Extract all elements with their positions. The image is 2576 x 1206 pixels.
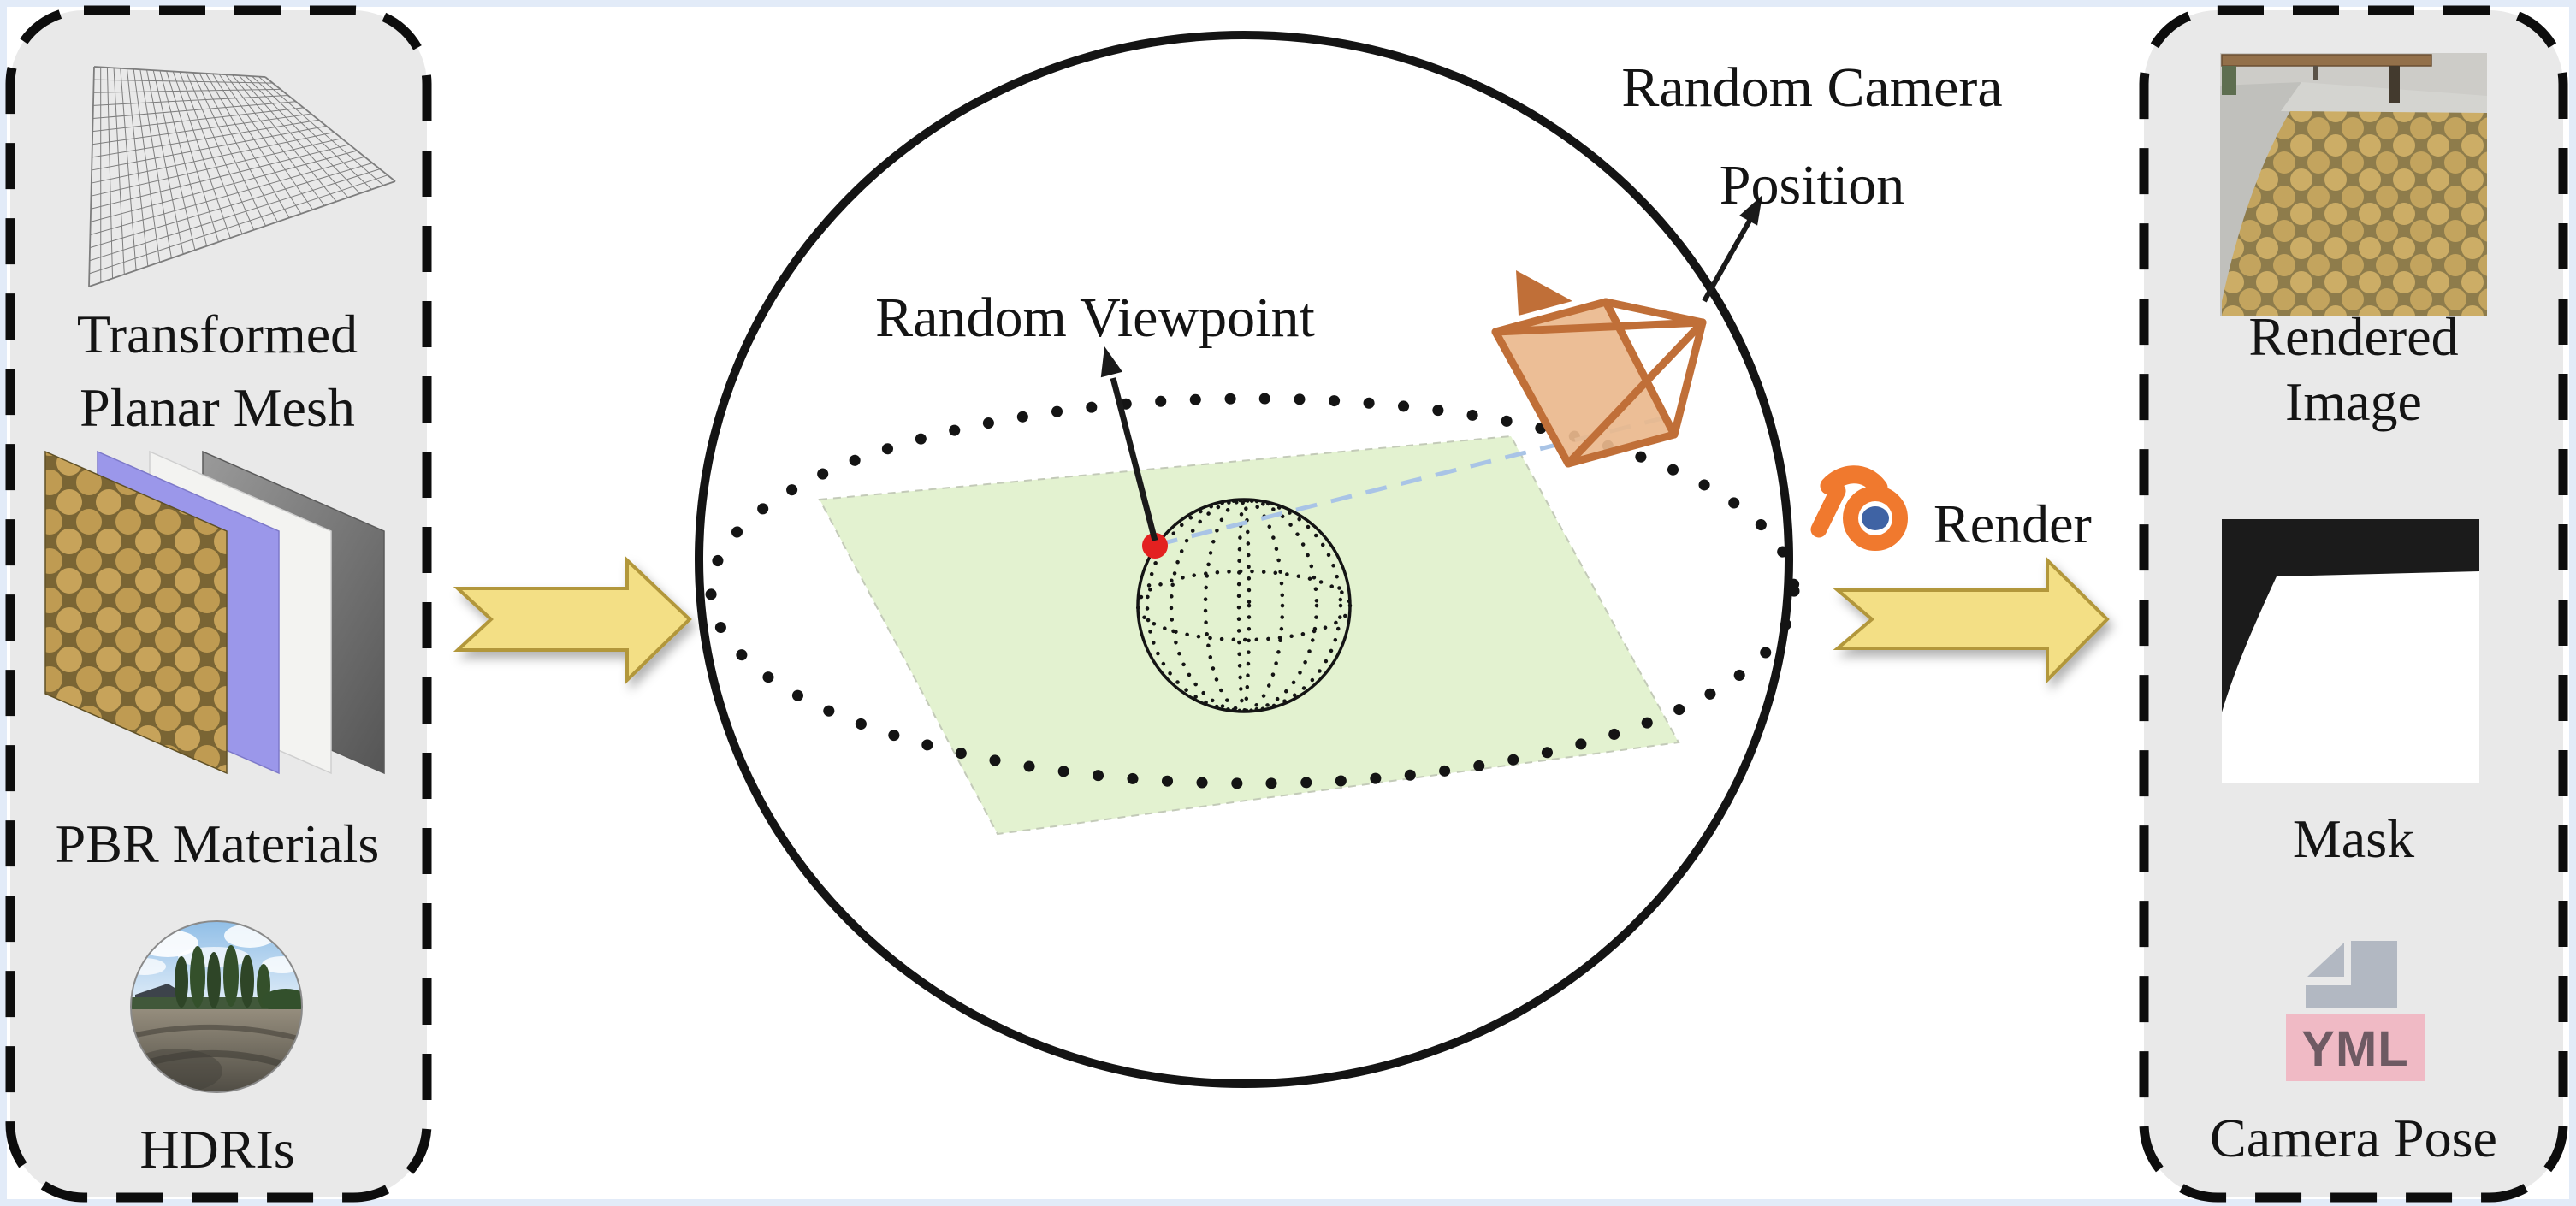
rendered-image-label: Rendered Image <box>2248 304 2458 435</box>
mask-label: Mask <box>2292 808 2415 869</box>
mesh-label-line1: Transformed <box>76 304 358 364</box>
mesh-grid-icon <box>88 66 396 287</box>
pbr-stack-icon <box>44 450 385 775</box>
rendered-image-label-line2: Image <box>2285 371 2422 432</box>
mask-thumbnail <box>2222 519 2479 783</box>
flow-arrow-right <box>1833 556 2110 684</box>
camera-frustum-icon <box>1491 270 1707 468</box>
scene-sphere-boundary <box>695 31 1793 1088</box>
mesh-label: Transformed Planar Mesh <box>77 298 358 445</box>
camera-position-label-line1: Random Camera <box>1621 56 2003 119</box>
hdri-label: HDRIs <box>139 1119 295 1179</box>
render-label: Render <box>1933 494 2092 554</box>
camera-position-label: Random Camera Position <box>1621 39 2002 234</box>
texture-plane <box>818 435 1680 836</box>
blender-logo-icon <box>1810 465 1908 551</box>
rendered-image-label-line1: Rendered <box>2248 306 2459 367</box>
camera-position-label-line2: Position <box>1719 154 1905 216</box>
yml-file-icon <box>2286 941 2425 1081</box>
wireframe-sphere-icon <box>1135 498 1353 713</box>
camera-pose-label: Camera Pose <box>2210 1108 2497 1168</box>
rendered-image-thumbnail <box>2220 53 2487 316</box>
viewpoint-arrow <box>1100 346 1158 541</box>
flow-arrow-left <box>453 556 692 684</box>
pbr-label: PBR Materials <box>55 813 380 874</box>
camera-label-arrow <box>1702 195 1762 303</box>
mesh-label-line2: Planar Mesh <box>80 377 355 438</box>
yml-badge: YML <box>2301 1021 2409 1077</box>
camera-orbit-ellipse <box>705 393 1800 789</box>
viewpoint-dot-icon <box>1142 533 1168 559</box>
viewpoint-label: Random Viewpoint <box>875 287 1315 349</box>
